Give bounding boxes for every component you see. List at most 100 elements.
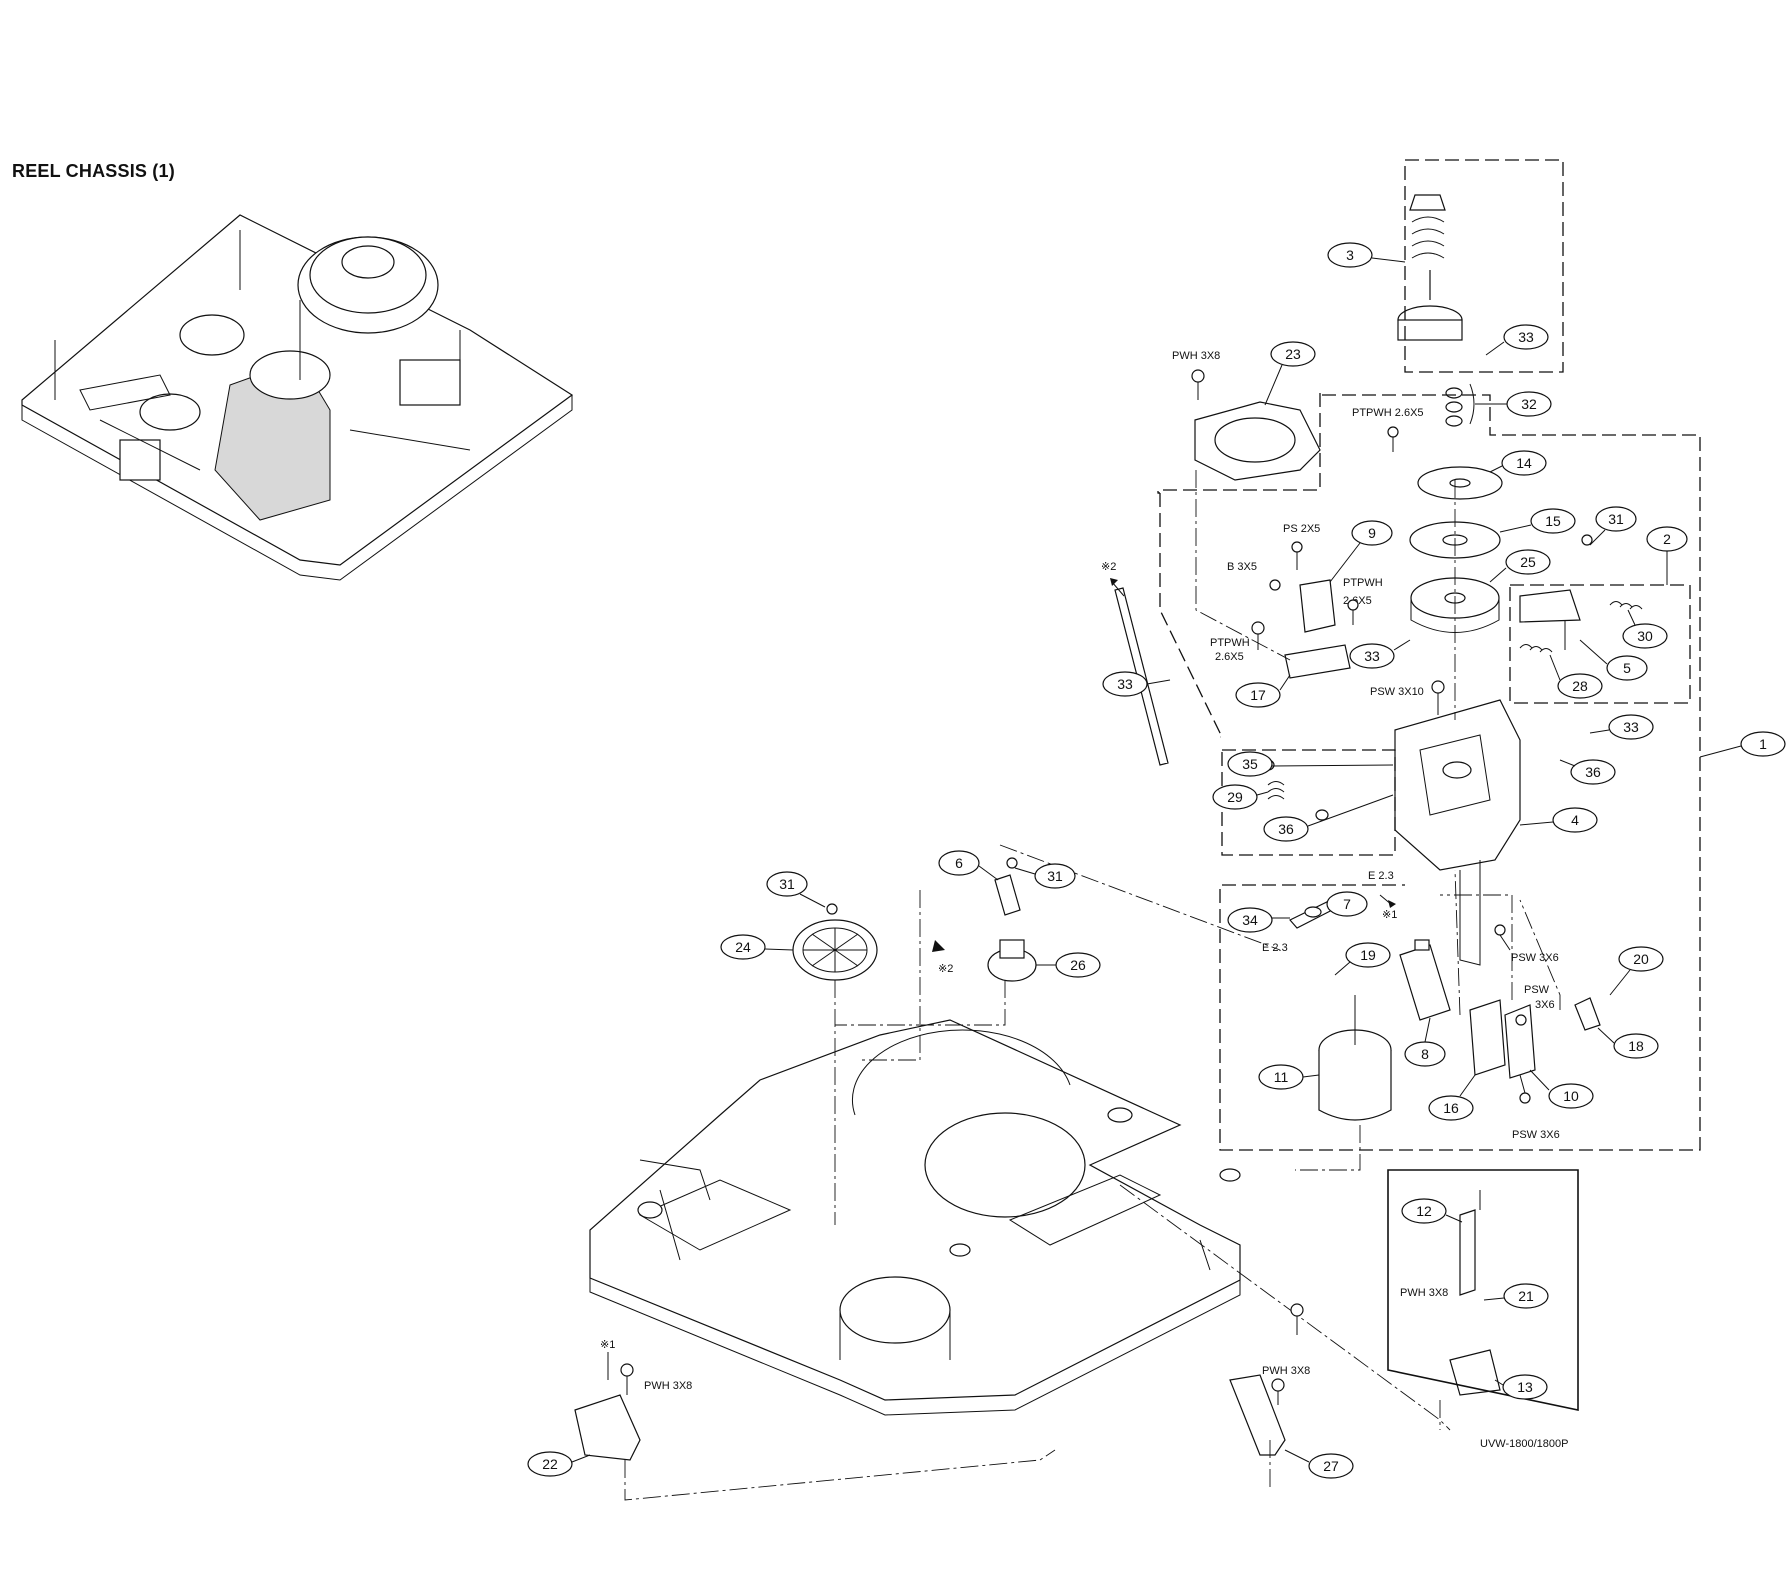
callout-25: 25 — [1489, 549, 1551, 583]
callout-6: 6 — [938, 850, 999, 881]
svg-text:35: 35 — [1242, 756, 1258, 772]
callout-26: 26 — [1036, 952, 1101, 978]
svg-text:31: 31 — [779, 876, 795, 892]
callout-2: 2 — [1646, 526, 1688, 585]
svg-text:15: 15 — [1545, 513, 1561, 529]
svg-text:17: 17 — [1250, 687, 1266, 703]
screw-label: PSW 3X6 — [1512, 1129, 1560, 1141]
svg-text:7: 7 — [1343, 896, 1351, 912]
callout-20: 20 — [1609, 946, 1664, 996]
screw-label: E 2.3 — [1368, 870, 1394, 882]
dashed-group-boxes — [1157, 159, 1701, 1411]
callout-24: 24 — [720, 934, 794, 960]
callout-33c: 33 — [1589, 714, 1654, 740]
callout-7: 7 — [1326, 891, 1368, 917]
svg-text:10: 10 — [1563, 1088, 1579, 1104]
callout-27: 27 — [1284, 1449, 1354, 1479]
callout-13: 13 — [1494, 1374, 1548, 1400]
callout-3: 3 — [1327, 242, 1406, 268]
exploded-components — [574, 194, 1643, 1461]
callout-balloons: 1 2 3 4 5 6 7 8 9 10 11 12 13 14 15 16 1… — [527, 242, 1786, 1479]
callout-30: 30 — [1622, 609, 1668, 649]
svg-text:30: 30 — [1637, 628, 1653, 644]
callout-34: 33 — [1102, 671, 1171, 697]
callout-29: 29 — [1212, 784, 1269, 810]
reference-markers: ※2 ※2 ※1 ※1 — [600, 561, 1397, 1380]
callout-4: 4 — [1519, 807, 1598, 833]
marker: ※2 — [938, 963, 953, 975]
svg-text:33: 33 — [1117, 676, 1133, 692]
svg-text:16: 16 — [1443, 1100, 1459, 1116]
screw-label: E 2.3 — [1262, 942, 1288, 954]
svg-text:31: 31 — [1047, 868, 1063, 884]
screw-label: PSW 3X6 — [1511, 952, 1559, 964]
callout-10: 10 — [1529, 1069, 1594, 1109]
svg-text:24: 24 — [735, 939, 751, 955]
callout-36b: 36 — [1263, 794, 1394, 842]
svg-text:3: 3 — [1346, 247, 1354, 263]
callout-28: 28 — [1549, 654, 1603, 699]
screw-label: PTPWH — [1343, 577, 1383, 589]
callout-36a: 35 — [1227, 751, 1394, 777]
callout-31b: 31 — [1014, 863, 1076, 889]
callout-19: 19 — [1334, 942, 1391, 976]
svg-text:33: 33 — [1518, 329, 1534, 345]
svg-text:14: 14 — [1516, 455, 1532, 471]
callout-32: 32 — [1469, 383, 1552, 425]
callout-14: 14 — [1489, 450, 1547, 476]
svg-text:26: 26 — [1070, 957, 1086, 973]
svg-text:11: 11 — [1274, 1069, 1289, 1085]
svg-text:33: 33 — [1364, 648, 1380, 664]
callout-31c: 31 — [766, 871, 826, 908]
svg-text:33: 33 — [1623, 719, 1639, 735]
screw-label: PTPWH — [1210, 637, 1250, 649]
svg-text:8: 8 — [1421, 1046, 1429, 1062]
svg-text:12: 12 — [1416, 1203, 1432, 1219]
callout-11: 11 — [1258, 1064, 1320, 1090]
callout-21: 21 — [1483, 1283, 1549, 1309]
marker: ※2 — [1101, 561, 1116, 573]
callout-18: 18 — [1597, 1027, 1659, 1059]
svg-text:18: 18 — [1628, 1038, 1644, 1054]
screw-label: PWH 3X8 — [644, 1380, 692, 1392]
callout-22: 22 — [527, 1451, 591, 1477]
svg-text:21: 21 — [1518, 1288, 1534, 1304]
svg-text:29: 29 — [1227, 789, 1243, 805]
screw-label: 3X6 — [1535, 999, 1555, 1011]
callout-12: 12 — [1401, 1198, 1463, 1224]
callout-5: 5 — [1579, 639, 1648, 681]
svg-text:4: 4 — [1571, 812, 1579, 828]
screw-label: 2.6X5 — [1215, 651, 1244, 663]
svg-text:1: 1 — [1759, 736, 1767, 752]
svg-text:25: 25 — [1520, 554, 1536, 570]
svg-text:36: 36 — [1585, 764, 1601, 780]
svg-text:36: 36 — [1278, 821, 1294, 837]
callout-33a: 33 — [1485, 324, 1549, 356]
callout-31a: 31 — [1589, 506, 1637, 546]
page-title: REEL CHASSIS (1) — [12, 161, 175, 181]
svg-text:23: 23 — [1285, 346, 1301, 362]
svg-text:9: 9 — [1368, 525, 1376, 541]
model-number: UVW-1800/1800P — [1480, 1438, 1569, 1450]
overview-mechanism-illustration — [21, 214, 574, 581]
svg-text:32: 32 — [1521, 396, 1537, 412]
screw-label: PWH 3X8 — [1172, 350, 1220, 362]
callout-37: 36 — [1559, 759, 1616, 785]
svg-text:27: 27 — [1323, 1458, 1339, 1474]
svg-text:13: 13 — [1517, 1379, 1533, 1395]
screw-label: PSW — [1524, 984, 1550, 996]
svg-text:34: 34 — [1242, 912, 1258, 928]
callout-33b: 33 — [1349, 639, 1411, 669]
callout-35: 34 — [1227, 907, 1290, 933]
screw-label: PWH 3X8 — [1400, 1287, 1448, 1299]
svg-text:31: 31 — [1608, 511, 1624, 527]
alignment-lines — [624, 470, 1561, 1501]
screw-icons — [620, 369, 1593, 1405]
screw-label: PWH 3X8 — [1262, 1365, 1310, 1377]
svg-text:22: 22 — [542, 1456, 558, 1472]
svg-text:19: 19 — [1360, 947, 1376, 963]
screw-label: PS 2X5 — [1283, 523, 1320, 535]
callout-16: 16 — [1428, 1074, 1476, 1121]
callout-1: 1 — [1699, 731, 1786, 758]
